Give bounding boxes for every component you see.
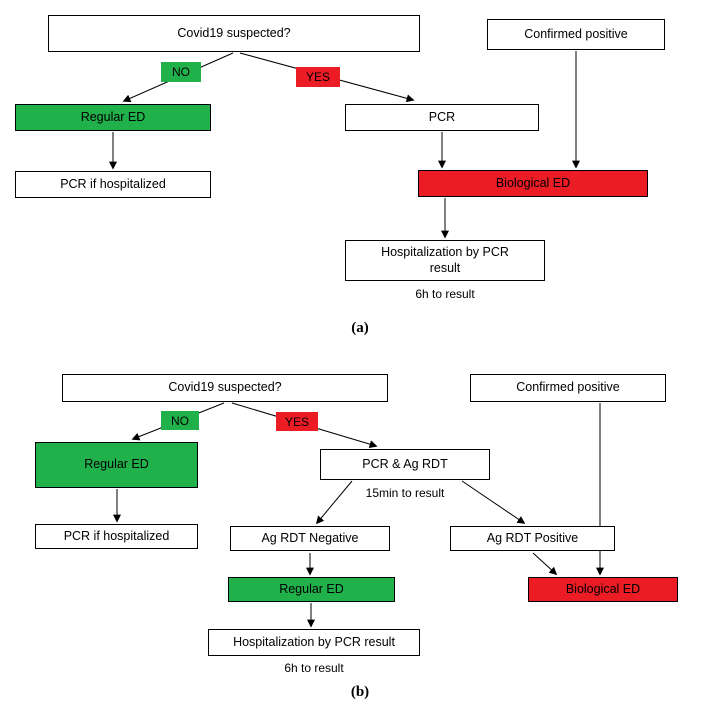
yes-branch-label-a: YES	[296, 67, 340, 87]
regular-ed-box-a: Regular ED	[15, 104, 211, 131]
regular-ed-center-box-b: Regular ED	[228, 577, 395, 602]
confirmed-positive-box-a: Confirmed positive	[487, 19, 665, 50]
time-note-b: 6h to result	[284, 661, 344, 675]
biological-ed-box-b: Biological ED	[528, 577, 678, 602]
no-branch-label-b: NO	[161, 411, 199, 430]
pcr-box-a: PCR	[345, 104, 539, 131]
ag-rdt-negative-box-b: Ag RDT Negative	[230, 526, 390, 551]
time-note-a: 6h to result	[415, 287, 475, 301]
hospitalization-box-b: Hospitalization by PCR result	[208, 629, 420, 656]
panel-caption-b: (b)	[350, 684, 370, 700]
rdt-time-note-b: 15min to result	[365, 486, 445, 500]
arrow-positive-to-biological-ed-b	[532, 552, 558, 576]
yes-branch-label-b: YES	[276, 412, 318, 431]
pcr-if-hospitalized-box-a: PCR if hospitalized	[15, 171, 211, 198]
pcr-ag-rdt-box-b: PCR & Ag RDT	[320, 449, 490, 480]
confirmed-positive-box-b: Confirmed positive	[470, 374, 666, 402]
biological-ed-box-a: Biological ED	[418, 170, 648, 197]
panel-caption-a: (a)	[351, 320, 369, 336]
covid-suspected-box-a: Covid19 suspected?	[48, 15, 420, 52]
pcr-if-hospitalized-box-b: PCR if hospitalized	[35, 524, 198, 549]
regular-ed-left-box-b: Regular ED	[35, 442, 198, 488]
covid-suspected-box-b: Covid19 suspected?	[62, 374, 388, 402]
ag-rdt-positive-box-b: Ag RDT Positive	[450, 526, 615, 551]
no-branch-label-a: NO	[161, 62, 201, 82]
hospitalization-box-a: Hospitalization by PCR result	[345, 240, 545, 281]
